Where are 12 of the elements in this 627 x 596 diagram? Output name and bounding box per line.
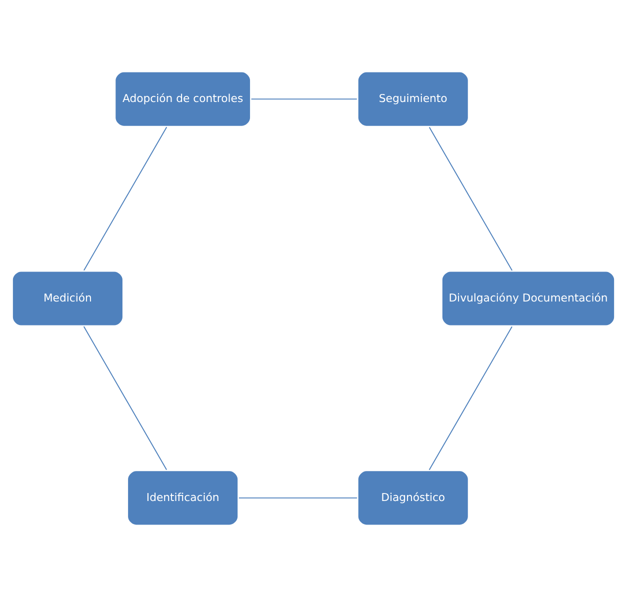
connector [428, 126, 513, 270]
connector [250, 98, 358, 100]
connector [83, 326, 168, 470]
node-box: Adopción de controles [113, 69, 252, 128]
connector [238, 496, 358, 498]
node-box: Diagnóstico [356, 468, 470, 527]
node-box: Seguimiento [356, 69, 470, 128]
connector [428, 326, 512, 470]
connector [83, 126, 168, 270]
node-box: Divulgacióny Documentación [440, 268, 616, 328]
node-box: Medición [10, 268, 125, 328]
node-box: Identificación [126, 468, 240, 527]
